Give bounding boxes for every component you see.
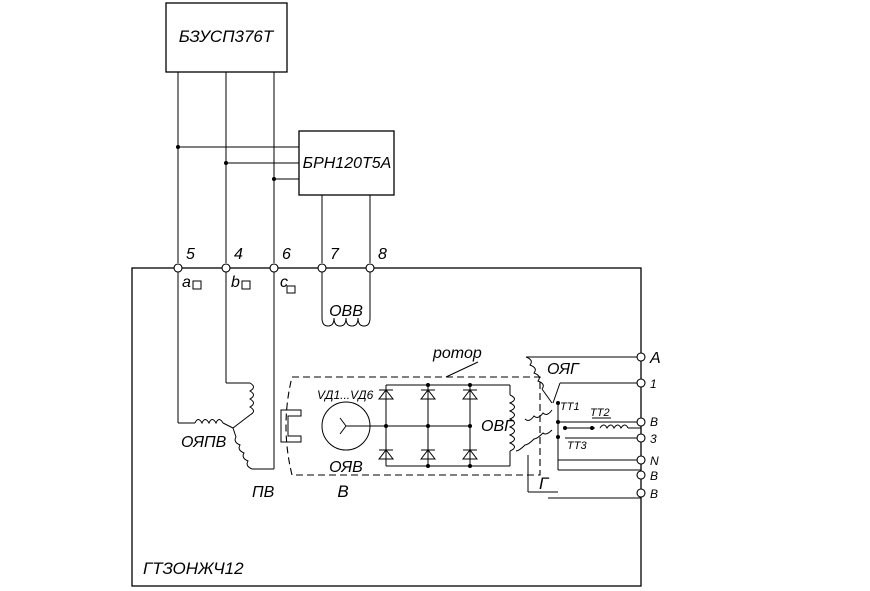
rotor-enclosure xyxy=(285,376,541,476)
generator-frame xyxy=(131,267,642,587)
phase-c-box xyxy=(286,285,296,294)
terminal-row xyxy=(173,263,375,273)
output-B2-label: В xyxy=(650,469,658,483)
ovv-label: ОВВ xyxy=(329,303,363,320)
terminal-1 xyxy=(636,378,646,388)
tt3-label: ТТ3 xyxy=(567,440,587,452)
terminal-A xyxy=(636,352,646,362)
phase-a-box xyxy=(192,280,202,290)
bzu-label: БЗУСП376Т xyxy=(179,27,275,46)
output-B3-label: В xyxy=(650,487,658,501)
terminal-6 xyxy=(269,263,279,273)
oyapv-windings xyxy=(177,272,275,470)
rotor-leader xyxy=(445,361,479,378)
pv-label: ПВ xyxy=(252,484,275,501)
terminal-4 xyxy=(221,263,231,273)
terminal-B2 xyxy=(636,470,646,480)
terminal-B3 xyxy=(636,488,646,498)
output-terminals xyxy=(636,352,646,498)
terminal-6-label: 6 xyxy=(282,246,291,263)
output-3-label: 3 xyxy=(650,432,657,446)
terminal-7-label: 7 xyxy=(330,246,340,263)
output-1-label: 1 xyxy=(650,377,657,391)
phase-b-label: b xyxy=(231,274,240,291)
g-label: Г xyxy=(539,474,550,493)
output-A-label: А xyxy=(649,350,661,367)
tt1-label: ТТ1 xyxy=(560,401,580,413)
output-B1-label: В xyxy=(650,415,658,429)
terminal-5-label: 5 xyxy=(186,246,195,263)
tt2-label: ТТ2 xyxy=(590,407,610,419)
oyav-label: ОЯВ xyxy=(329,459,363,476)
ovg-winding xyxy=(508,385,515,466)
armature-star xyxy=(339,417,347,435)
phase-c-label: c xyxy=(280,274,288,291)
oyag-windings xyxy=(515,356,641,499)
diodes-label: VД1...VД6 xyxy=(317,388,374,402)
brn-wires xyxy=(321,195,371,263)
generator-label: ГТЗОНЖЧ12 xyxy=(143,559,244,578)
terminal-8 xyxy=(365,263,375,273)
bzu-wires xyxy=(176,72,299,263)
oyag-label: ОЯГ xyxy=(547,361,580,378)
rotor-label: ротор xyxy=(432,345,482,362)
output-N-label: N xyxy=(650,454,659,468)
terminal-N xyxy=(636,455,646,465)
magnet-symbol xyxy=(280,409,302,443)
ovg-label: ОВГ xyxy=(481,418,514,435)
terminal-3 xyxy=(636,433,646,443)
brn-label: БРН120Т5А xyxy=(303,155,392,172)
ovv-winding xyxy=(321,272,371,327)
terminal-8-label: 8 xyxy=(378,246,387,263)
phase-a-label: a xyxy=(182,274,191,291)
terminal-7 xyxy=(317,263,327,273)
terminal-B1 xyxy=(636,417,646,427)
phase-b-box xyxy=(241,280,251,290)
terminal-5 xyxy=(173,263,183,273)
terminal-4-label: 4 xyxy=(234,246,243,263)
v-label: В xyxy=(337,482,348,501)
oyapv-label: ОЯПВ xyxy=(181,434,227,451)
diode-bridge xyxy=(370,383,510,468)
current-transformers xyxy=(558,417,642,439)
